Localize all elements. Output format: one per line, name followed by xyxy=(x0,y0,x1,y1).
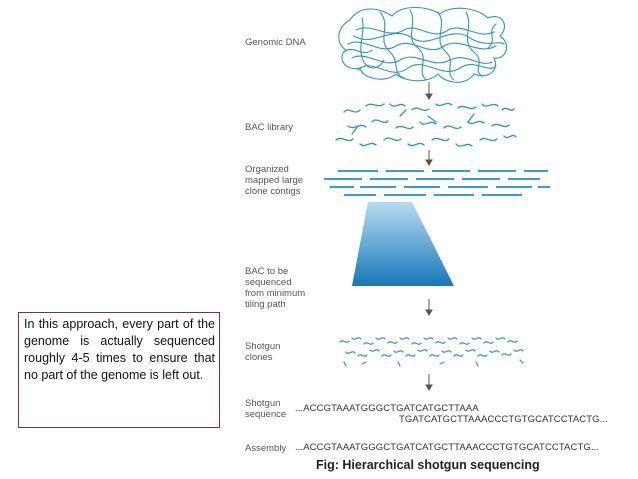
genomic-dna-tangle xyxy=(338,6,508,83)
label-assembly: Assembly xyxy=(245,443,287,454)
label-bac-library: BAC library xyxy=(245,122,294,133)
figure-caption: Fig: Hierarchical shotgun sequencing xyxy=(316,458,540,472)
shotgun-sequence-line-2: TGATCATGCTTAAACCCTGTGCATCCTACTG... xyxy=(399,414,608,425)
label-shotgun-clones: Shotgun clones xyxy=(245,341,281,363)
label-shotgun-sequence: Shotgun sequence xyxy=(245,398,287,420)
explanation-note-text: In this approach, every part of the geno… xyxy=(24,317,215,382)
shotgun-sequence-line-1: ...ACCGTAAATGGGCTGATCATGCTTAAA xyxy=(295,403,479,414)
clone-contigs xyxy=(324,170,550,196)
label-bac-to-be-sequenced: BAC to be sequenced from minimum tiling … xyxy=(245,266,306,310)
assembly-sequence: ...ACCGTAAATGGGCTGATCATGCTTAAACCCTGTGCAT… xyxy=(295,442,600,453)
flow-arrows xyxy=(425,82,433,391)
bac-trapezoid xyxy=(352,202,454,286)
label-genomic-dna: Genomic DNA xyxy=(245,37,306,48)
explanation-note-box: In this approach, every part of the geno… xyxy=(18,312,220,428)
label-organized-contigs: Organized mapped large clone contigs xyxy=(245,164,304,197)
bac-library-fragments xyxy=(335,102,517,147)
shotgun-clone-fragments xyxy=(339,337,524,367)
